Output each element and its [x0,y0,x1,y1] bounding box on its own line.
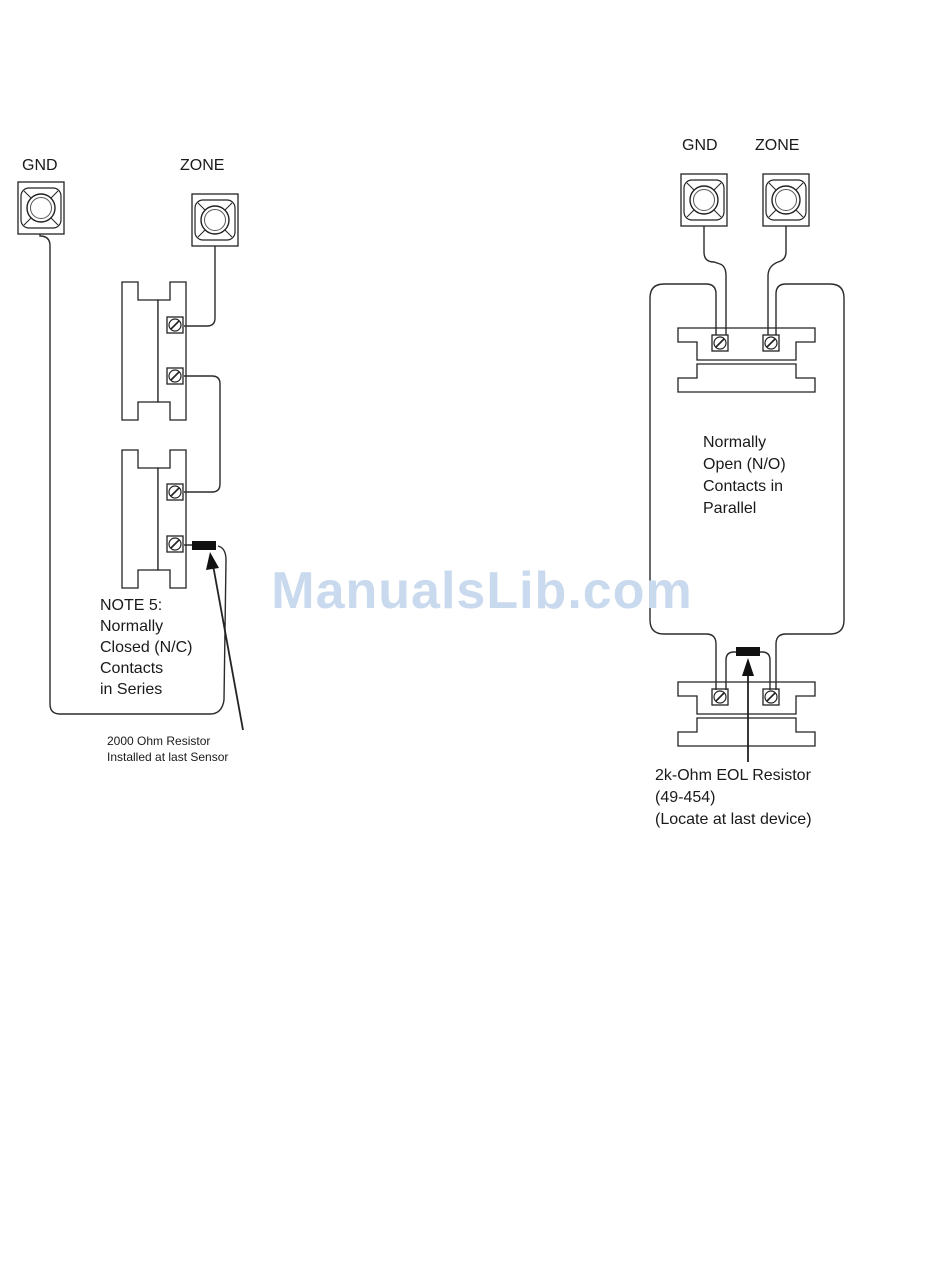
right-sensor-1-screw-left-icon [712,335,728,351]
right-zone-label: ZONE [755,137,799,154]
left-series-diagram: GND ZONE NOTE 5: Norma [18,157,243,764]
left-resistor-icon [192,541,216,550]
left-zone-wire [184,246,215,326]
right-gnd-wire [704,226,726,335]
right-sensor-1 [678,328,815,392]
left-note-text: NOTE 5: Normally Closed (N/C) Contacts i… [100,597,197,698]
right-sensor-2-screw-left-icon [712,689,728,705]
left-sensor-1 [122,282,186,420]
left-sensor-2-screw-top-icon [167,484,183,500]
watermark-text: ManualsLib.com [271,562,692,620]
right-resistor-icon [736,647,760,656]
right-zone-terminal-icon [763,174,809,226]
left-sensor-1-screw-bottom-icon [167,368,183,384]
right-arrow-up-icon [742,658,754,676]
right-gnd-terminal-icon [681,174,727,226]
left-link-wire [184,376,220,492]
right-parallel-diagram: GND ZONE Normall [650,137,844,828]
right-note-text: Normally Open (N/O) Contacts in Parallel [703,434,790,517]
left-zone-terminal-icon [192,194,238,246]
left-sensor-1-screw-top-icon [167,317,183,333]
right-sensor-2 [678,682,815,746]
left-arrow-up-icon [206,552,219,570]
left-zone-label: ZONE [180,157,224,174]
left-gnd-label: GND [22,157,58,174]
left-gnd-terminal-icon [18,182,64,234]
right-sensor-2-screw-right-icon [763,689,779,705]
right-zone-wire [768,226,786,335]
right-resistor-caption: 2k-Ohm EOL Resistor (49-454) (Locate at … [655,767,815,828]
left-sensor-2 [122,450,186,588]
right-sensor-1-screw-right-icon [763,335,779,351]
left-resistor-caption: 2000 Ohm Resistor Installed at last Sens… [107,734,228,764]
left-sensor-2-screw-bottom-icon [167,536,183,552]
right-gnd-label: GND [682,137,718,154]
